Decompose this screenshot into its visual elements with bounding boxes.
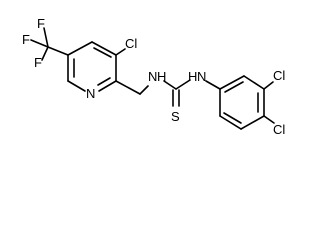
bond-cf3-f2 bbox=[30, 39, 49, 48]
atom-n-left: N bbox=[148, 69, 157, 84]
bond-phenyl-1 bbox=[219, 75, 245, 90]
bond-ring-cl bbox=[115, 48, 126, 56]
bond-ring-4-inner bbox=[97, 77, 111, 86]
bond-ch2-nh bbox=[139, 85, 149, 95]
chemical-structure-diagram: F F F Cl N N H H N S Cl Cl bbox=[22, 16, 285, 137]
bond-phenyl-4 bbox=[240, 115, 265, 130]
atom-s: S bbox=[171, 109, 180, 124]
bond-phenyl-5 bbox=[219, 115, 242, 130]
atom-f-left: F bbox=[22, 32, 30, 47]
bond-ring-ch2 bbox=[115, 80, 141, 95]
atom-n-pyridine: N bbox=[86, 86, 95, 101]
bond-cf3-f1 bbox=[43, 27, 49, 48]
atom-h-left: H bbox=[157, 69, 166, 84]
bond-ring-2 bbox=[91, 41, 117, 56]
bond-phenyl-1-inner bbox=[224, 81, 244, 93]
atom-n-right: N bbox=[197, 69, 206, 84]
bond-ring-5 bbox=[67, 80, 86, 92]
pyridine-ring bbox=[67, 41, 117, 92]
bond-nh-cthio bbox=[163, 80, 177, 90]
atom-h-right: H bbox=[188, 69, 197, 84]
atom-cl-meta: Cl bbox=[273, 68, 285, 83]
structure-canvas: F F F Cl N N H H N S Cl Cl bbox=[22, 16, 286, 137]
atom-f-top: F bbox=[37, 16, 45, 31]
bond-nh-phenyl bbox=[205, 80, 221, 90]
atom-f-bottom: F bbox=[34, 55, 42, 70]
bond-phenyl-5-inner bbox=[223, 112, 242, 124]
bond-phenyl-cl-meta bbox=[263, 81, 274, 90]
atom-cl-para: Cl bbox=[273, 122, 285, 137]
bond-ring-2-inner bbox=[93, 47, 112, 58]
trifluoromethyl-group bbox=[30, 27, 69, 61]
bond-cthio-nh bbox=[175, 79, 191, 90]
bond-cf3-ring bbox=[47, 46, 69, 56]
bond-cf3-f3 bbox=[41, 46, 49, 61]
atom-cl-pyridine: Cl bbox=[125, 36, 137, 51]
bond-ring-4 bbox=[98, 80, 117, 92]
bond-phenyl-2 bbox=[243, 75, 265, 90]
dichlorophenyl-ring bbox=[205, 75, 265, 130]
bond-phenyl-cl-para bbox=[263, 115, 275, 124]
thiourea-core bbox=[163, 79, 191, 107]
bond-ring-1 bbox=[67, 41, 93, 56]
